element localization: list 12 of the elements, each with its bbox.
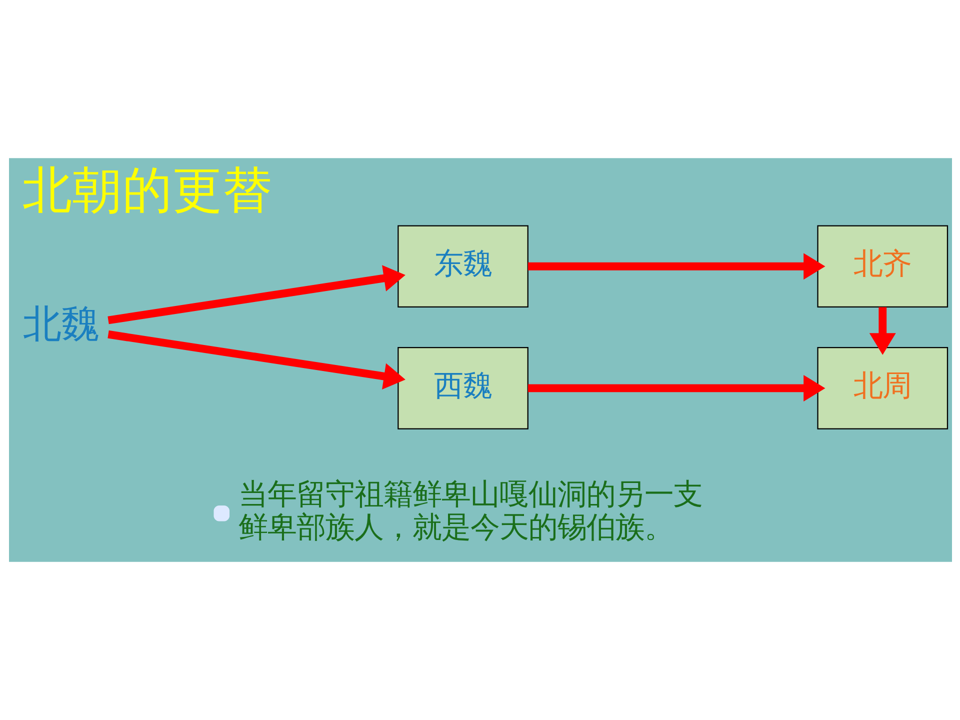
arrow [528,253,825,280]
arrow [528,374,825,402]
node-box: 东魏 [397,225,528,308]
node-box: 西魏 [397,347,528,430]
diagram-title: 北朝的更替 [22,160,272,219]
node-text: 北魏 [22,302,98,348]
node-box: 北周 [816,347,948,430]
label: 当年留守祖籍鲜卑山嘎仙洞的另一支鲜卑部族人，就是今天的锡伯族。 [238,477,702,544]
arrow [868,307,896,355]
arrow [107,330,405,390]
arrow [107,265,405,324]
node-box: 北齐 [816,225,948,308]
